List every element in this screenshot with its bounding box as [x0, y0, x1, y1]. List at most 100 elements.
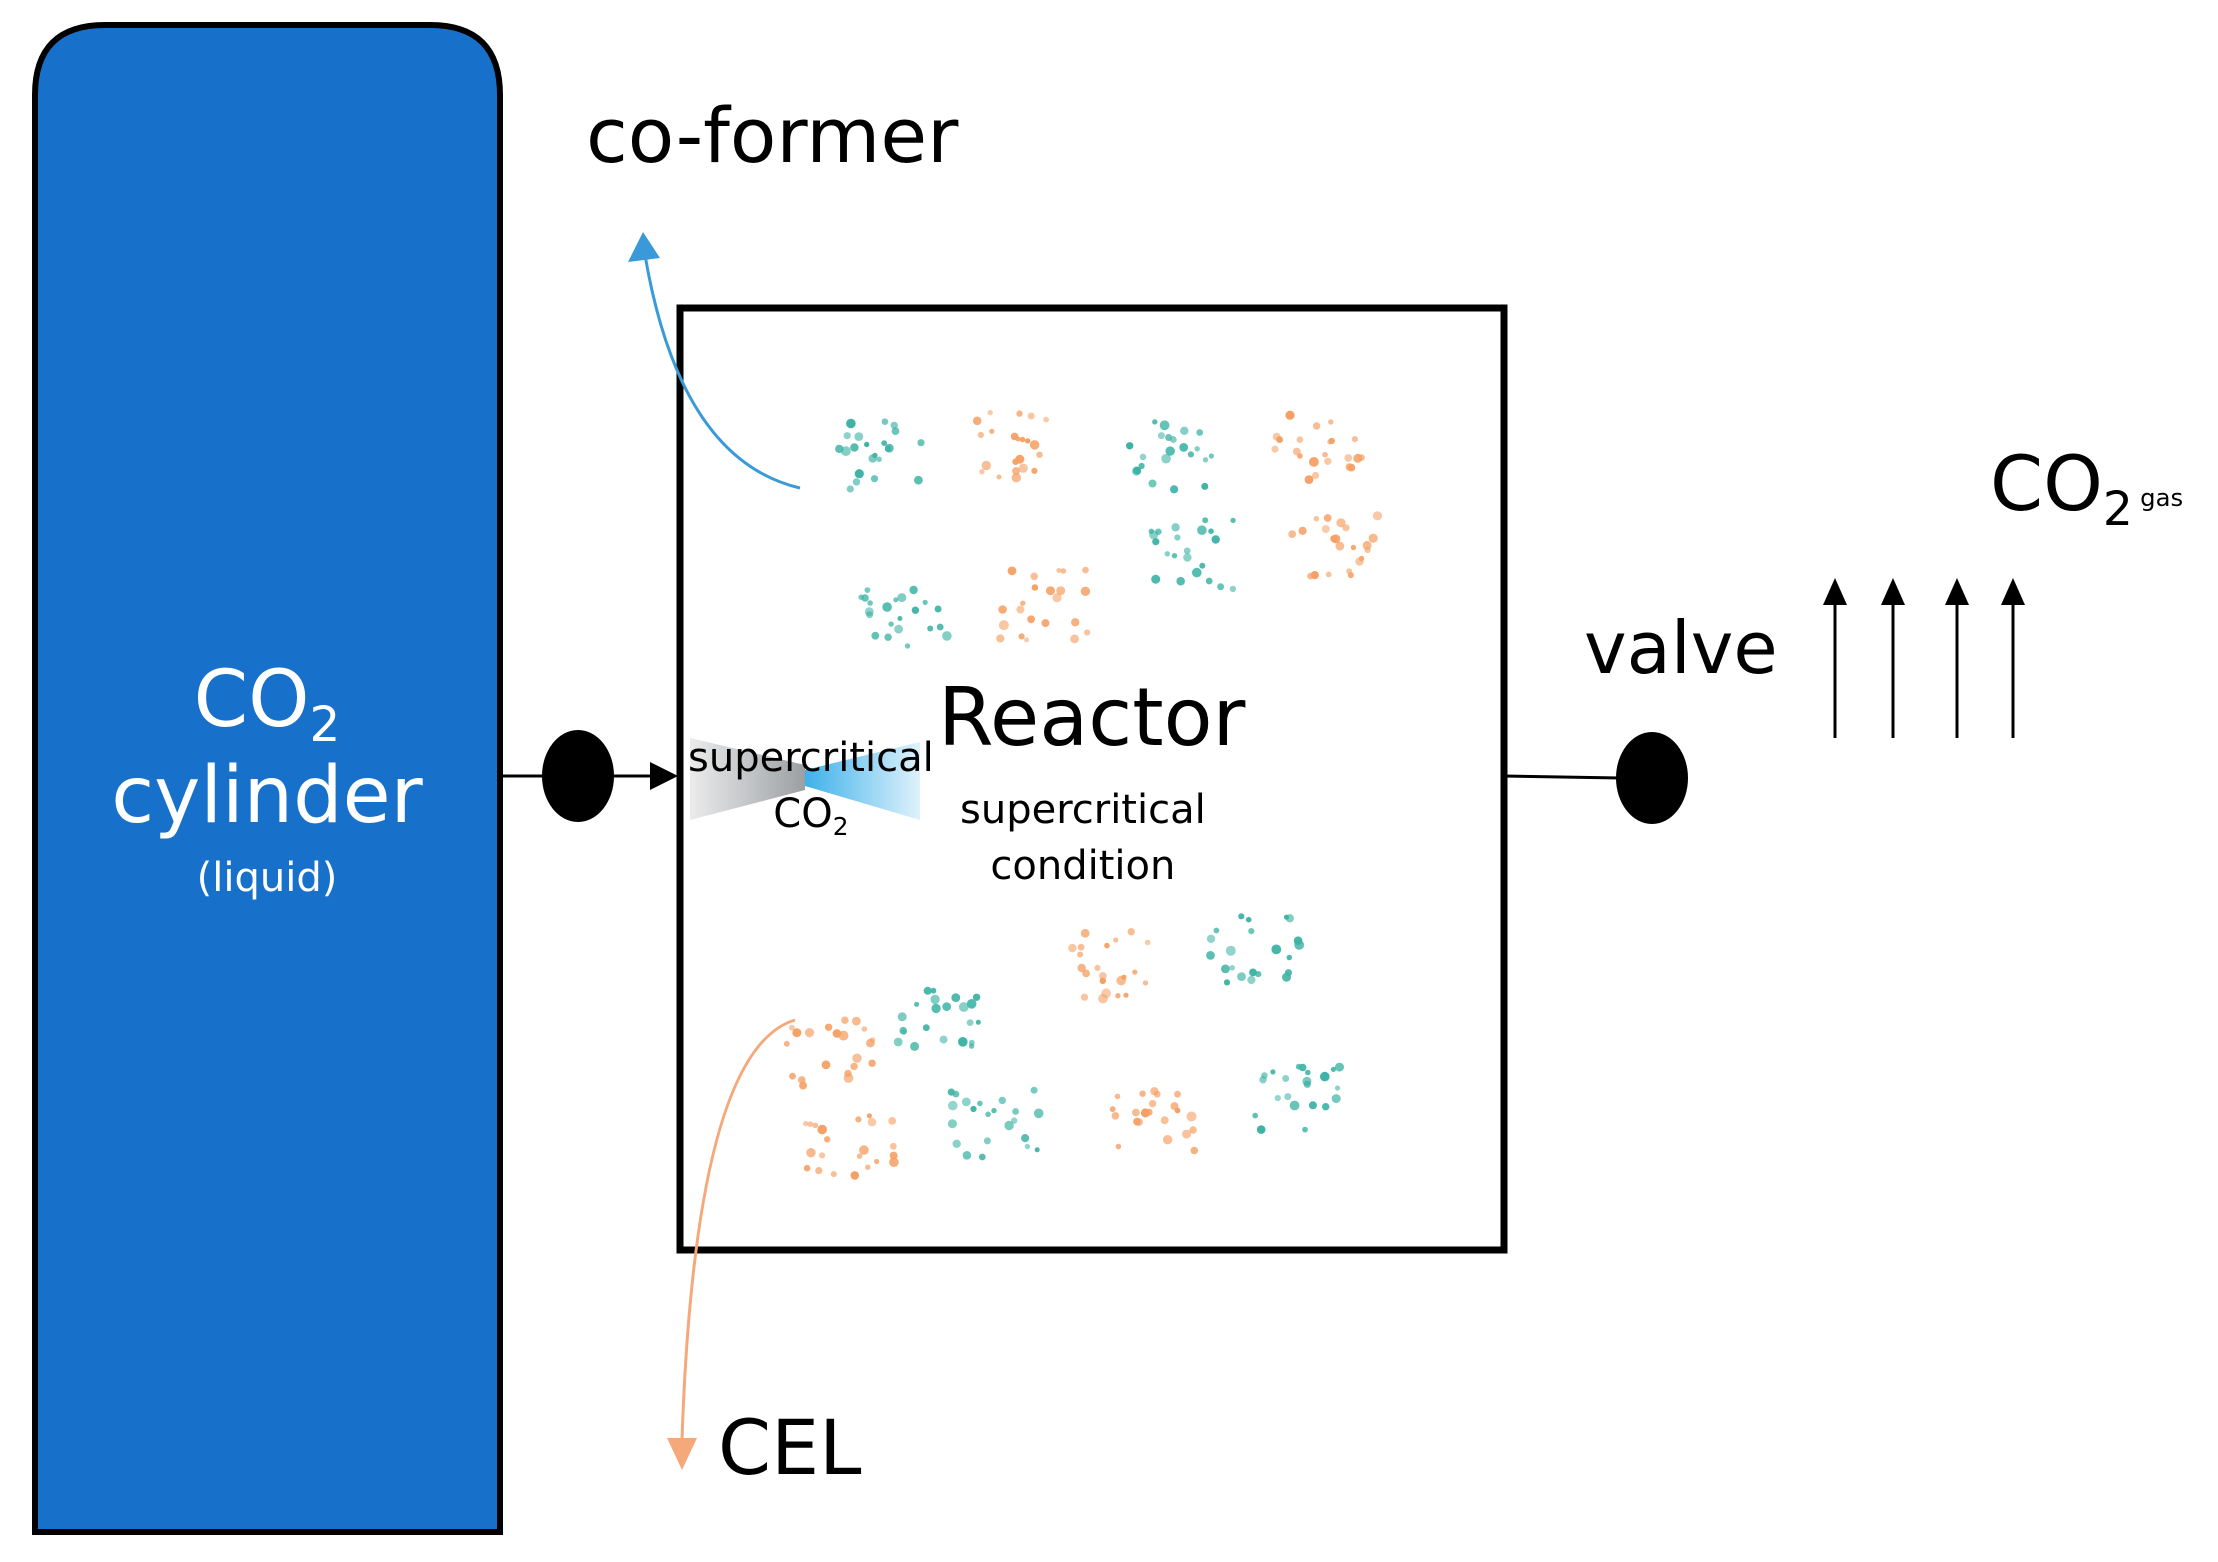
- particle-dot: [1182, 1129, 1192, 1139]
- particle-dot: [1027, 615, 1035, 624]
- particle-dot: [1285, 410, 1295, 420]
- particle-dot: [884, 633, 892, 641]
- particle-dot: [1271, 944, 1282, 955]
- particle-dot: [1330, 1066, 1336, 1072]
- particle-dot: [1033, 1108, 1044, 1119]
- particle-clusters: [783, 409, 1383, 1180]
- particle-dot: [1169, 436, 1177, 443]
- particle-dot: [1114, 1093, 1121, 1100]
- particle-dot: [1190, 1146, 1199, 1155]
- particle-dot: [1282, 1075, 1290, 1082]
- particle-dot: [1323, 514, 1332, 522]
- particle-dot: [893, 1037, 903, 1047]
- particle-dot: [1123, 992, 1129, 998]
- particle-dot: [1202, 457, 1209, 463]
- particle-dot: [1206, 934, 1216, 943]
- particle-dot: [1302, 1126, 1308, 1133]
- particle-dot: [889, 1157, 899, 1167]
- particle-dot: [1274, 1095, 1281, 1102]
- particle-dot: [1270, 1069, 1276, 1075]
- particle-dot: [991, 1107, 997, 1114]
- particle-dot: [1205, 577, 1213, 585]
- nozzle-label: supercritical CO2: [688, 730, 934, 842]
- particle-dot: [874, 1158, 880, 1165]
- particle-dot: [1259, 1076, 1267, 1084]
- particle-dot: [1271, 445, 1279, 453]
- particle-dot: [1139, 453, 1147, 461]
- particle-dot: [1165, 446, 1175, 456]
- particle-dot: [1027, 412, 1035, 420]
- particle-dot: [910, 1041, 920, 1051]
- particle-dot: [1148, 479, 1157, 488]
- particle-dot: [1030, 1086, 1038, 1094]
- particle-dot: [1101, 988, 1112, 999]
- particle-dot: [1335, 541, 1345, 551]
- particle-dot: [901, 1029, 907, 1035]
- particle-dot: [1010, 432, 1019, 441]
- particle-dot: [1024, 637, 1029, 643]
- particle-dot: [1161, 453, 1171, 464]
- particle-dot: [897, 1012, 907, 1022]
- particle-dot: [789, 1072, 796, 1080]
- particle-dot: [942, 1002, 952, 1011]
- particle-dot: [1289, 1100, 1300, 1111]
- particle-dot: [1012, 467, 1021, 476]
- particle-dot: [1325, 571, 1332, 578]
- particle-dot: [1046, 586, 1055, 596]
- particle-dot: [835, 444, 844, 454]
- particle-dot: [1144, 939, 1151, 946]
- particle-dot: [889, 1142, 897, 1150]
- particle-dot: [1157, 432, 1165, 440]
- particle-dot: [824, 1136, 831, 1143]
- particle-dot: [1201, 482, 1209, 490]
- particle-dot: [966, 1019, 974, 1026]
- cylinder-co2-label: CO2: [193, 655, 341, 754]
- particle-dot: [893, 597, 899, 603]
- particle-dot: [1223, 979, 1231, 986]
- particle-dot: [1347, 572, 1354, 579]
- cylinder-label: CO2 cylinder (liquid): [32, 655, 502, 901]
- particle-dot: [914, 475, 923, 485]
- particle-dot: [1030, 572, 1038, 581]
- particle-dot: [1342, 524, 1350, 532]
- particle-dot: [1296, 436, 1304, 444]
- particle-dot: [1116, 975, 1126, 986]
- particle-dot: [942, 631, 952, 641]
- particle-dot: [1080, 928, 1090, 938]
- particle-dot: [917, 439, 925, 447]
- particle-dot: [1139, 1090, 1146, 1097]
- particle-dot: [1199, 562, 1206, 569]
- particle-dot: [817, 1124, 827, 1135]
- particle-dot: [1020, 600, 1026, 606]
- particle-dot: [1126, 442, 1134, 450]
- particle-dot: [1237, 972, 1246, 981]
- particle-dot: [923, 986, 932, 995]
- particle-dot: [1133, 466, 1142, 475]
- particle-dot: [897, 593, 907, 603]
- particle-dot: [1355, 557, 1364, 566]
- particle-dot: [947, 1119, 957, 1129]
- particle-dot: [864, 441, 870, 448]
- particle-dot: [911, 606, 920, 614]
- reactor-condition-line1: supercritical: [960, 787, 1206, 833]
- particle-dot: [865, 1164, 871, 1170]
- particle-dot: [1148, 1099, 1157, 1108]
- particle-dot: [931, 1003, 941, 1014]
- particle-dot: [958, 1002, 969, 1012]
- particle-dot: [922, 599, 928, 606]
- nozzle: [690, 738, 805, 820]
- particle-dot: [1248, 928, 1255, 935]
- particle-dot: [977, 431, 984, 438]
- valve-label: valve: [1584, 606, 1778, 690]
- particle-dot: [989, 428, 995, 434]
- particle-dot: [1321, 525, 1330, 533]
- particle-dot: [1082, 969, 1090, 978]
- particle-dot: [1174, 1090, 1181, 1098]
- particle-dot: [1358, 454, 1365, 461]
- particle-dot: [861, 1026, 868, 1032]
- particle-dot: [1070, 634, 1079, 644]
- particle-dot: [1142, 980, 1149, 986]
- particle-dot: [1016, 410, 1023, 417]
- particle-dot: [1302, 1076, 1312, 1086]
